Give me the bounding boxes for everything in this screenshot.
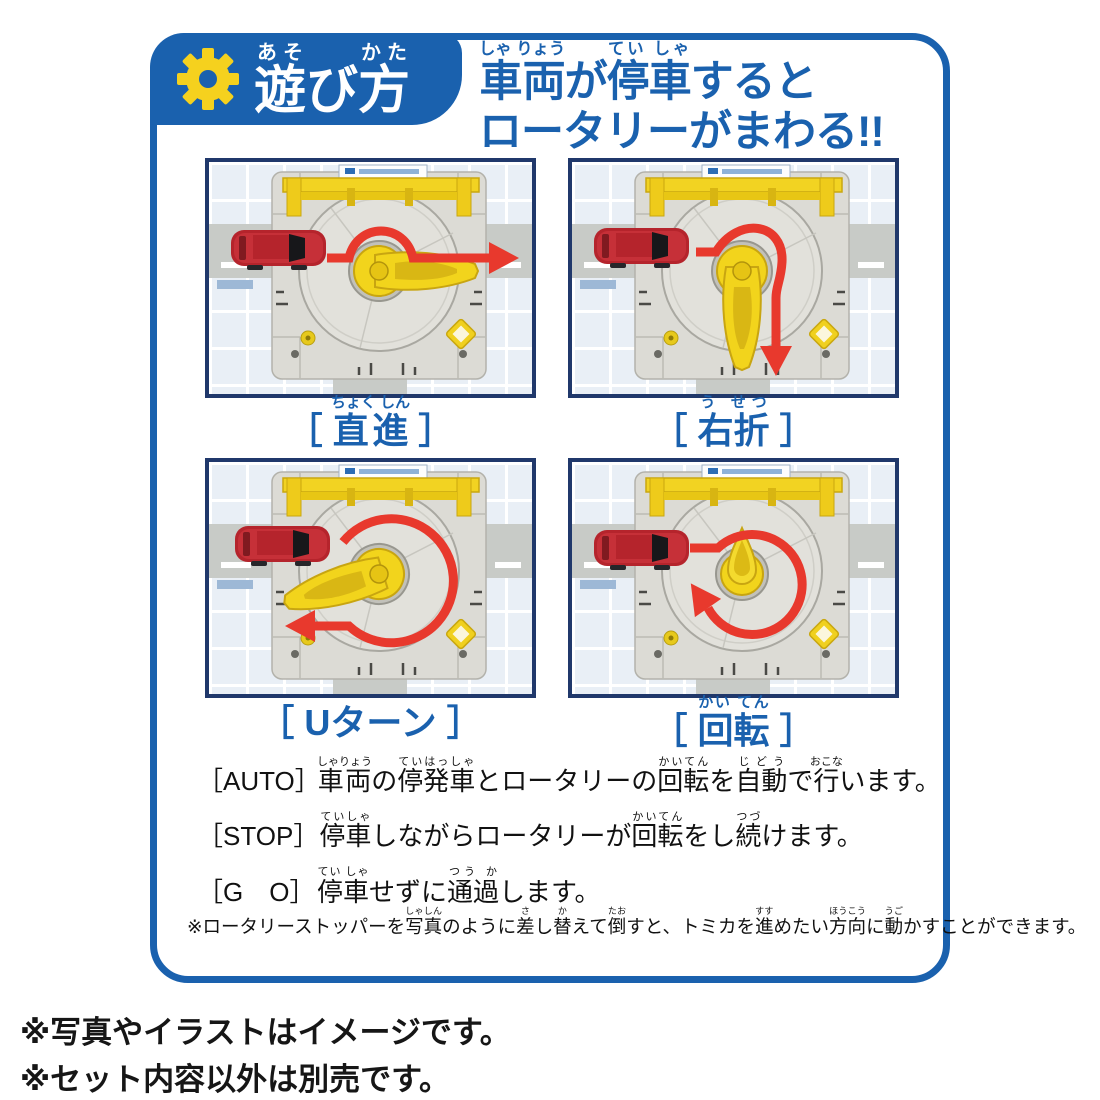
- toy-car: [235, 526, 330, 566]
- mode-go-label: ［G O］: [197, 877, 316, 907]
- mode-auto-text: 車両しゃりょうの停発車ていはっしゃとロータリーの回転かいてんを自動じどうで行おこ…: [317, 756, 941, 796]
- disclaimers: ※写真やイラストはイメージです。 ※セット内容以外は別売です。: [20, 1010, 511, 1100]
- mode-go-text: 停車てい しゃせずに通過つう かします。: [317, 866, 601, 907]
- mode-stop-text: 停車ていしゃしながらロータリーが回転かいてんをし続つづけます。: [319, 811, 863, 851]
- how-to-play-label: 遊あそび方かた: [254, 41, 411, 120]
- disclaimer-sold-separately: ※セット内容以外は別売です。: [20, 1061, 451, 1097]
- headline-line1: 車両しゃ りょうが停車てい しゃすると: [479, 40, 818, 106]
- mode-auto-label: ［AUTO］: [197, 766, 321, 796]
- headline-line2: ロータリーがまわる!!: [479, 108, 885, 157]
- label-rotation: ［ 回転かい てん ］: [651, 694, 816, 751]
- mode-auto: ［AUTO］ 車両しゃりょうの停発車ていはっしゃとロータリーの回転かいてんを自動…: [197, 756, 941, 798]
- gear-icon: [177, 48, 239, 110]
- toy-car: [231, 230, 326, 270]
- instruction-panel: 遊あそび方かた 車両しゃ りょうが停車てい しゃすると ロータリーがまわる!!: [150, 33, 1087, 983]
- rotation-arrow-icon: [677, 530, 807, 639]
- mode-stop-label: ［STOP］: [197, 821, 320, 851]
- label-right-turn: ［ 右折う せつ ］: [651, 394, 816, 451]
- how-to-play-badge: 遊あそび方かた: [150, 33, 462, 125]
- disclaimer-photos: ※写真やイラストはイメージです。: [20, 1015, 511, 1050]
- photo-straight: [205, 158, 536, 398]
- label-straight: ［ 直進ちょく しん ］: [286, 394, 455, 451]
- toy-car: [594, 530, 689, 570]
- mode-go: ［G O］ 停車てい しゃせずに通過つう かします。: [197, 866, 913, 909]
- toy-car: [594, 228, 689, 268]
- mode-stop: ［STOP］ 停車ていしゃしながらロータリーが回転かいてんをし続つづけます。: [197, 811, 913, 853]
- right-turn-arrow-icon: [696, 223, 792, 376]
- headline: 車両しゃ りょうが停車てい しゃすると ロータリーがまわる!!: [479, 40, 949, 157]
- photo-rotation: [568, 458, 899, 698]
- photo-u-turn: [205, 458, 536, 698]
- mode-descriptions: ［AUTO］ 車両しゃりょうの停発車ていはっしゃとロータリーの回転かいてんを自動…: [197, 756, 941, 922]
- u-turn-arrow-icon: [285, 514, 458, 648]
- straight-arrow-icon: [327, 226, 519, 274]
- stopper-note: ※ロータリーストッパーを写真しゃしんのように差さし替かえて倒たおすと、トミカを進…: [187, 906, 1087, 937]
- photo-right-turn: [568, 158, 899, 398]
- label-u-turn: ［ Uターン ］: [258, 702, 483, 743]
